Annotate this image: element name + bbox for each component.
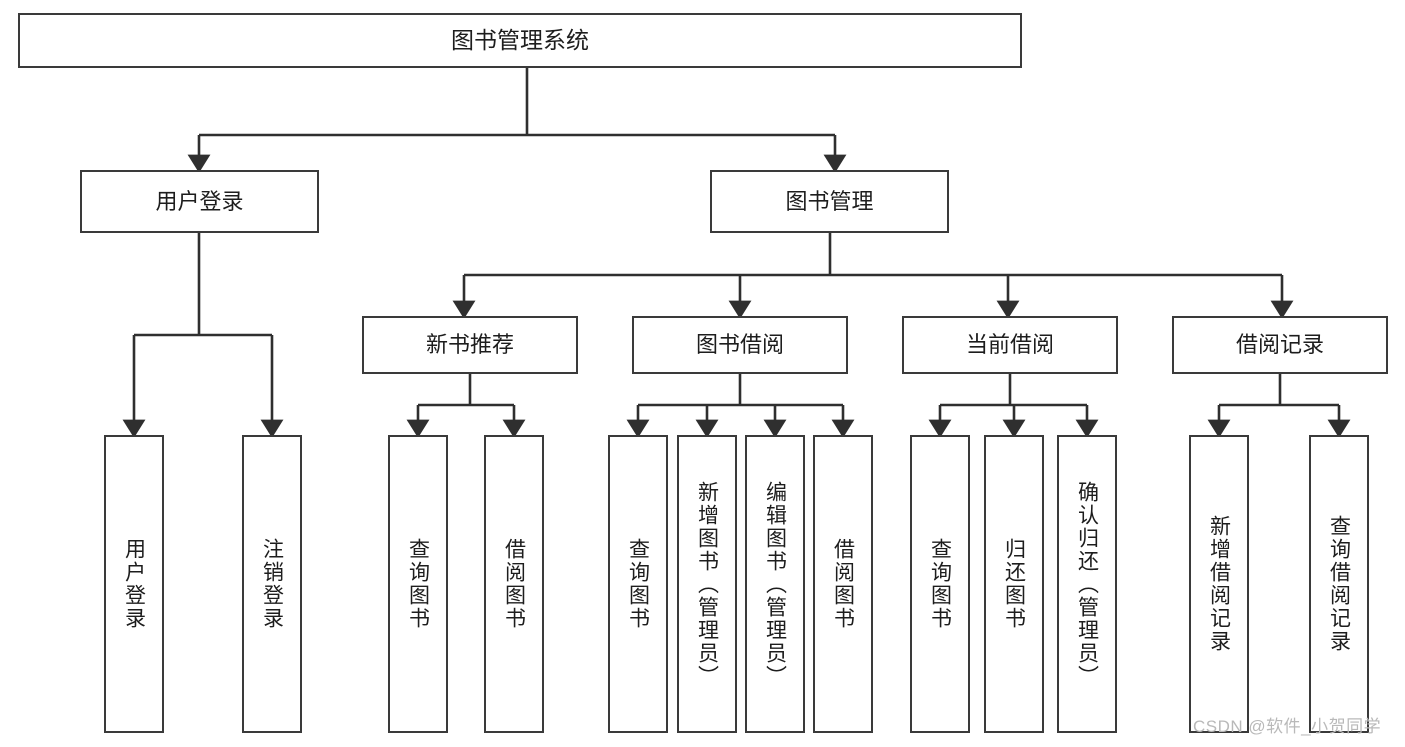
node-leaf-query-book-a[interactable]: 查询图书 bbox=[388, 435, 448, 733]
node-book-management[interactable]: 图书管理 bbox=[710, 170, 949, 233]
node-leaf-query-book-b[interactable]: 查询图书 bbox=[608, 435, 668, 733]
node-leaf-edit-book-label: 编辑图书（管理员） bbox=[763, 480, 787, 688]
node-borrow-record-label: 借阅记录 bbox=[1235, 332, 1324, 358]
node-leaf-query-book-c-label: 查询图书 bbox=[928, 538, 952, 630]
node-leaf-add-borrow-record-label: 新增借阅记录 bbox=[1207, 515, 1231, 653]
node-leaf-borrow-book-b-label: 借阅图书 bbox=[831, 538, 855, 630]
node-leaf-return-book-label: 归还图书 bbox=[1002, 538, 1026, 630]
node-book-borrow-label: 图书借阅 bbox=[695, 332, 784, 358]
node-leaf-query-borrow-record-label: 查询借阅记录 bbox=[1327, 515, 1351, 653]
node-leaf-borrow-book-a[interactable]: 借阅图书 bbox=[484, 435, 544, 733]
node-user-login-label: 用户登录 bbox=[155, 188, 244, 214]
node-user-login[interactable]: 用户登录 bbox=[80, 170, 319, 233]
node-current-borrow[interactable]: 当前借阅 bbox=[902, 316, 1118, 374]
node-leaf-edit-book[interactable]: 编辑图书（管理员） bbox=[745, 435, 805, 733]
node-leaf-borrow-book-a-label: 借阅图书 bbox=[502, 538, 526, 630]
node-leaf-confirm-return-label: 确认归还（管理员） bbox=[1075, 480, 1099, 688]
node-leaf-user-login-label: 用户登录 bbox=[122, 538, 146, 630]
node-leaf-add-borrow-record[interactable]: 新增借阅记录 bbox=[1189, 435, 1249, 733]
node-leaf-query-book-b-label: 查询图书 bbox=[626, 538, 650, 630]
node-root[interactable]: 图书管理系统 bbox=[18, 13, 1022, 68]
node-leaf-query-book-c[interactable]: 查询图书 bbox=[910, 435, 970, 733]
node-leaf-add-book[interactable]: 新增图书（管理员） bbox=[677, 435, 737, 733]
node-book-management-label: 图书管理 bbox=[785, 188, 874, 214]
node-leaf-query-borrow-record[interactable]: 查询借阅记录 bbox=[1309, 435, 1369, 733]
node-new-book-recommend-label: 新书推荐 bbox=[425, 332, 514, 358]
node-leaf-borrow-book-b[interactable]: 借阅图书 bbox=[813, 435, 873, 733]
watermark-text: CSDN @软件_小贺同学 bbox=[1193, 717, 1382, 736]
node-root-label: 图书管理系统 bbox=[451, 26, 589, 53]
node-current-borrow-label: 当前借阅 bbox=[965, 332, 1054, 358]
node-leaf-logout-login-label: 注销登录 bbox=[260, 538, 284, 630]
node-book-borrow[interactable]: 图书借阅 bbox=[632, 316, 848, 374]
node-leaf-user-login[interactable]: 用户登录 bbox=[104, 435, 164, 733]
node-leaf-query-book-a-label: 查询图书 bbox=[406, 538, 430, 630]
node-new-book-recommend[interactable]: 新书推荐 bbox=[362, 316, 578, 374]
node-leaf-return-book[interactable]: 归还图书 bbox=[984, 435, 1044, 733]
node-leaf-add-book-label: 新增图书（管理员） bbox=[695, 480, 719, 688]
node-leaf-logout-login[interactable]: 注销登录 bbox=[242, 435, 302, 733]
node-borrow-record[interactable]: 借阅记录 bbox=[1172, 316, 1388, 374]
node-leaf-confirm-return[interactable]: 确认归还（管理员） bbox=[1057, 435, 1117, 733]
